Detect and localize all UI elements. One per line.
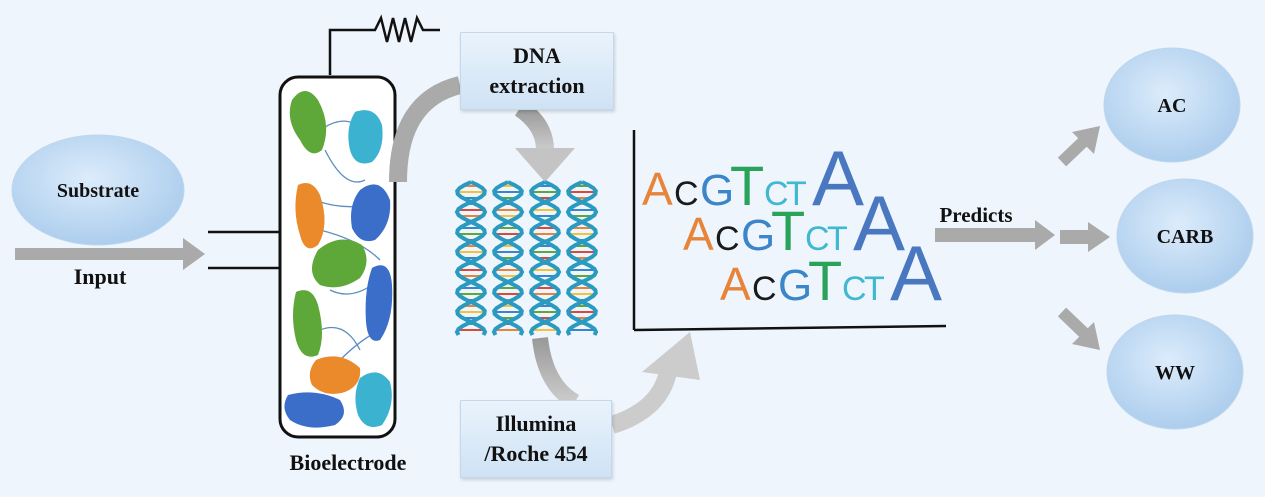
logo-letter-t: T <box>730 154 764 217</box>
dna-strand <box>491 180 525 336</box>
dna-strand <box>565 180 599 336</box>
bacterium <box>311 239 367 288</box>
logo-letter-c: C <box>715 220 740 258</box>
input-label: Input <box>74 264 127 289</box>
logo-letter-c: C <box>764 175 789 213</box>
sequencing-line2: /Roche 454 <box>484 441 588 466</box>
bacterium <box>295 182 325 249</box>
sequence-logo-axes <box>632 130 947 332</box>
output-ww-label: WW <box>1155 362 1195 384</box>
dna-helices-icon <box>454 180 599 336</box>
output-arrows <box>1057 126 1110 350</box>
dna-extraction-line2: extraction <box>489 73 585 98</box>
logo-letter-a: A <box>683 208 714 260</box>
arrow-to-ww <box>1057 307 1100 350</box>
bioelectrode-label: Bioelectrode <box>290 450 407 475</box>
logo-letter-t: T <box>786 175 807 213</box>
arrow-dna-to-sequencing <box>532 336 580 409</box>
logo-letter-a: A <box>853 179 905 267</box>
arrow-extraction-to-dna <box>514 100 575 182</box>
dna-strand <box>528 180 562 336</box>
logo-letter-g: G <box>741 211 775 260</box>
logo-letter-t: T <box>808 249 842 312</box>
substrate-label: Substrate <box>57 180 139 202</box>
dna-strand <box>565 180 599 336</box>
predicts-arrow <box>935 220 1055 250</box>
bacterium <box>355 372 392 428</box>
substrate-node: Substrate <box>11 134 185 246</box>
logo-letter-a: A <box>642 163 673 215</box>
dna-strand <box>454 180 488 336</box>
dna-strand <box>491 180 525 336</box>
output-carb: CARB <box>1116 178 1254 294</box>
output-ac: AC <box>1103 47 1241 163</box>
dna-extraction-box: DNA extraction <box>460 32 614 110</box>
logo-letter-c: C <box>842 270 867 308</box>
logo-letter-a: A <box>812 134 864 222</box>
logo-letter-g: G <box>778 261 812 310</box>
output-ac-label: AC <box>1158 95 1187 117</box>
bacterium <box>309 356 361 394</box>
logo-letter-a: A <box>890 229 942 317</box>
sequencing-line1: Illumina <box>495 411 577 436</box>
logo-letter-t: T <box>864 270 885 308</box>
bacterium <box>351 184 391 242</box>
sequencing-box: Illumina /Roche 454 <box>460 400 612 478</box>
logo-letter-t: T <box>827 220 848 258</box>
arrow-sequencing-to-logo <box>609 332 700 434</box>
bioelectrode <box>278 75 397 439</box>
bacterium <box>289 91 327 154</box>
input-arrow <box>15 238 205 270</box>
logo-letter-g: G <box>700 166 734 215</box>
bacterium <box>284 392 344 428</box>
arrow-to-carb <box>1060 222 1110 252</box>
dna-strand <box>528 180 562 336</box>
logo-letter-c: C <box>805 220 830 258</box>
bacterium <box>293 290 322 357</box>
electrode-wires <box>208 14 440 270</box>
output-ww: WW <box>1106 314 1244 430</box>
bacterium <box>348 110 383 164</box>
dna-strand <box>454 180 488 336</box>
arrow-to-ac <box>1057 126 1100 167</box>
predicts-label: Predicts <box>939 203 1012 227</box>
logo-letter-c: C <box>674 175 699 213</box>
logo-letter-c: C <box>752 270 777 308</box>
bacterium <box>365 265 393 341</box>
dna-extraction-line1: DNA <box>513 43 561 68</box>
output-carb-label: CARB <box>1157 226 1214 248</box>
curve-arrow-to-extraction <box>389 76 463 183</box>
logo-letter-a: A <box>720 258 751 310</box>
logo-letter-t: T <box>771 199 805 262</box>
